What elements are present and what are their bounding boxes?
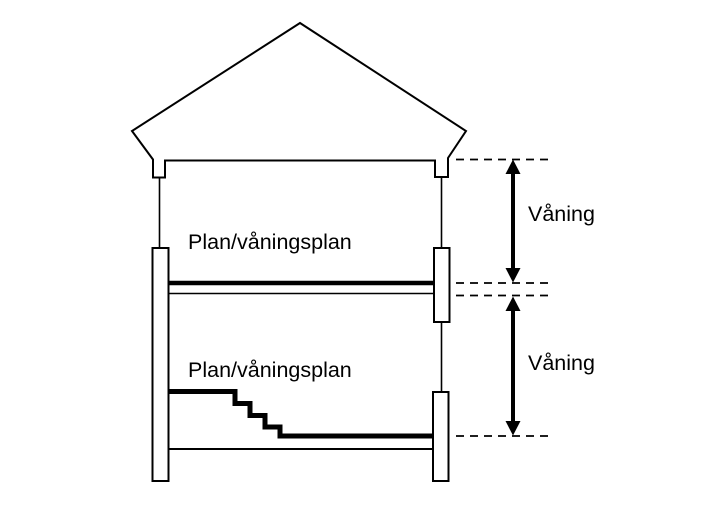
staircase-line	[167, 389, 434, 439]
lower-storey-label: Våning	[528, 351, 595, 375]
wall-lines	[158, 177, 443, 394]
lower-arrow-up-head	[505, 296, 521, 311]
upper-storey-dimension-arrow	[505, 159, 521, 283]
right-lower-wall-pillar	[432, 391, 450, 482]
roof-outline	[130, 21, 468, 179]
left-wall-pillar	[151, 247, 170, 482]
wall-pillars	[151, 247, 451, 482]
upper-arrow-down-head	[505, 268, 521, 283]
upper-arrow-up-head	[505, 159, 521, 174]
upper-floor-label: Plan/våningsplan	[188, 230, 352, 254]
lower-storey-dimension-arrow	[505, 296, 521, 436]
right-mid-wall-pillar	[433, 247, 451, 323]
upper-storey-label: Våning	[528, 202, 595, 226]
reference-lines	[456, 158, 549, 437]
lower-floor-label: Plan/våningsplan	[188, 358, 352, 382]
lower-arrow-down-head	[505, 421, 521, 436]
